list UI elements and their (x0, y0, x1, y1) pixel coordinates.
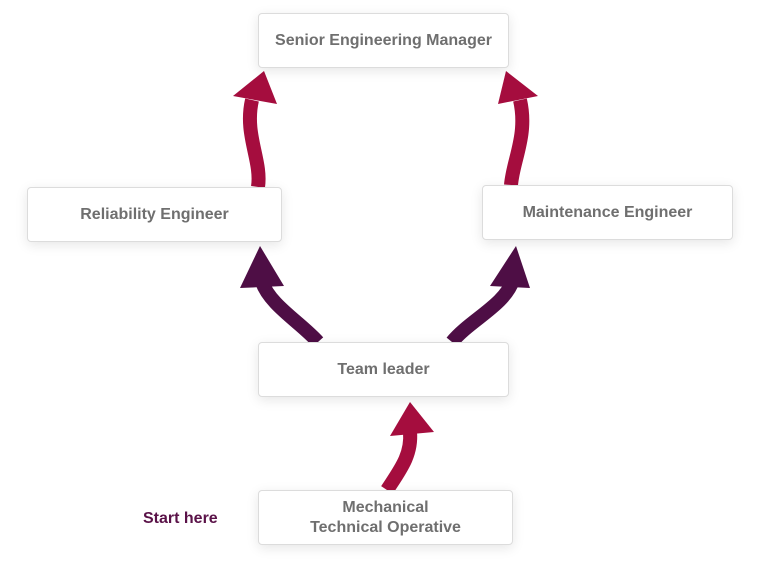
arrow-reliability-to-senior (233, 71, 277, 189)
mechanical-technical-operative-box: Mechanical Technical Operative (258, 490, 513, 545)
reliability-engineer-box: Reliability Engineer (27, 187, 282, 242)
start-here-label: Start here (143, 510, 218, 527)
team-leader-label: Team leader (337, 360, 430, 378)
reliability-engineer-label: Reliability Engineer (80, 205, 229, 223)
mechanical-technical-operative-label-line1: Mechanical (342, 498, 429, 516)
senior-engineering-manager-box: Senior Engineering Manager (258, 13, 509, 68)
arrow-mechanical-to-team-leader (381, 402, 434, 494)
mechanical-technical-operative-label-line2: Technical Operative (310, 518, 461, 536)
senior-engineering-manager-label: Senior Engineering Manager (275, 31, 492, 49)
arrow-maintenance-to-senior (498, 71, 538, 186)
maintenance-engineer-box: Maintenance Engineer (482, 185, 733, 240)
maintenance-engineer-label: Maintenance Engineer (522, 203, 693, 221)
arrow-team-leader-to-reliability (240, 246, 324, 347)
arrow-team-leader-to-maintenance (446, 246, 530, 347)
team-leader-box: Team leader (258, 342, 509, 397)
